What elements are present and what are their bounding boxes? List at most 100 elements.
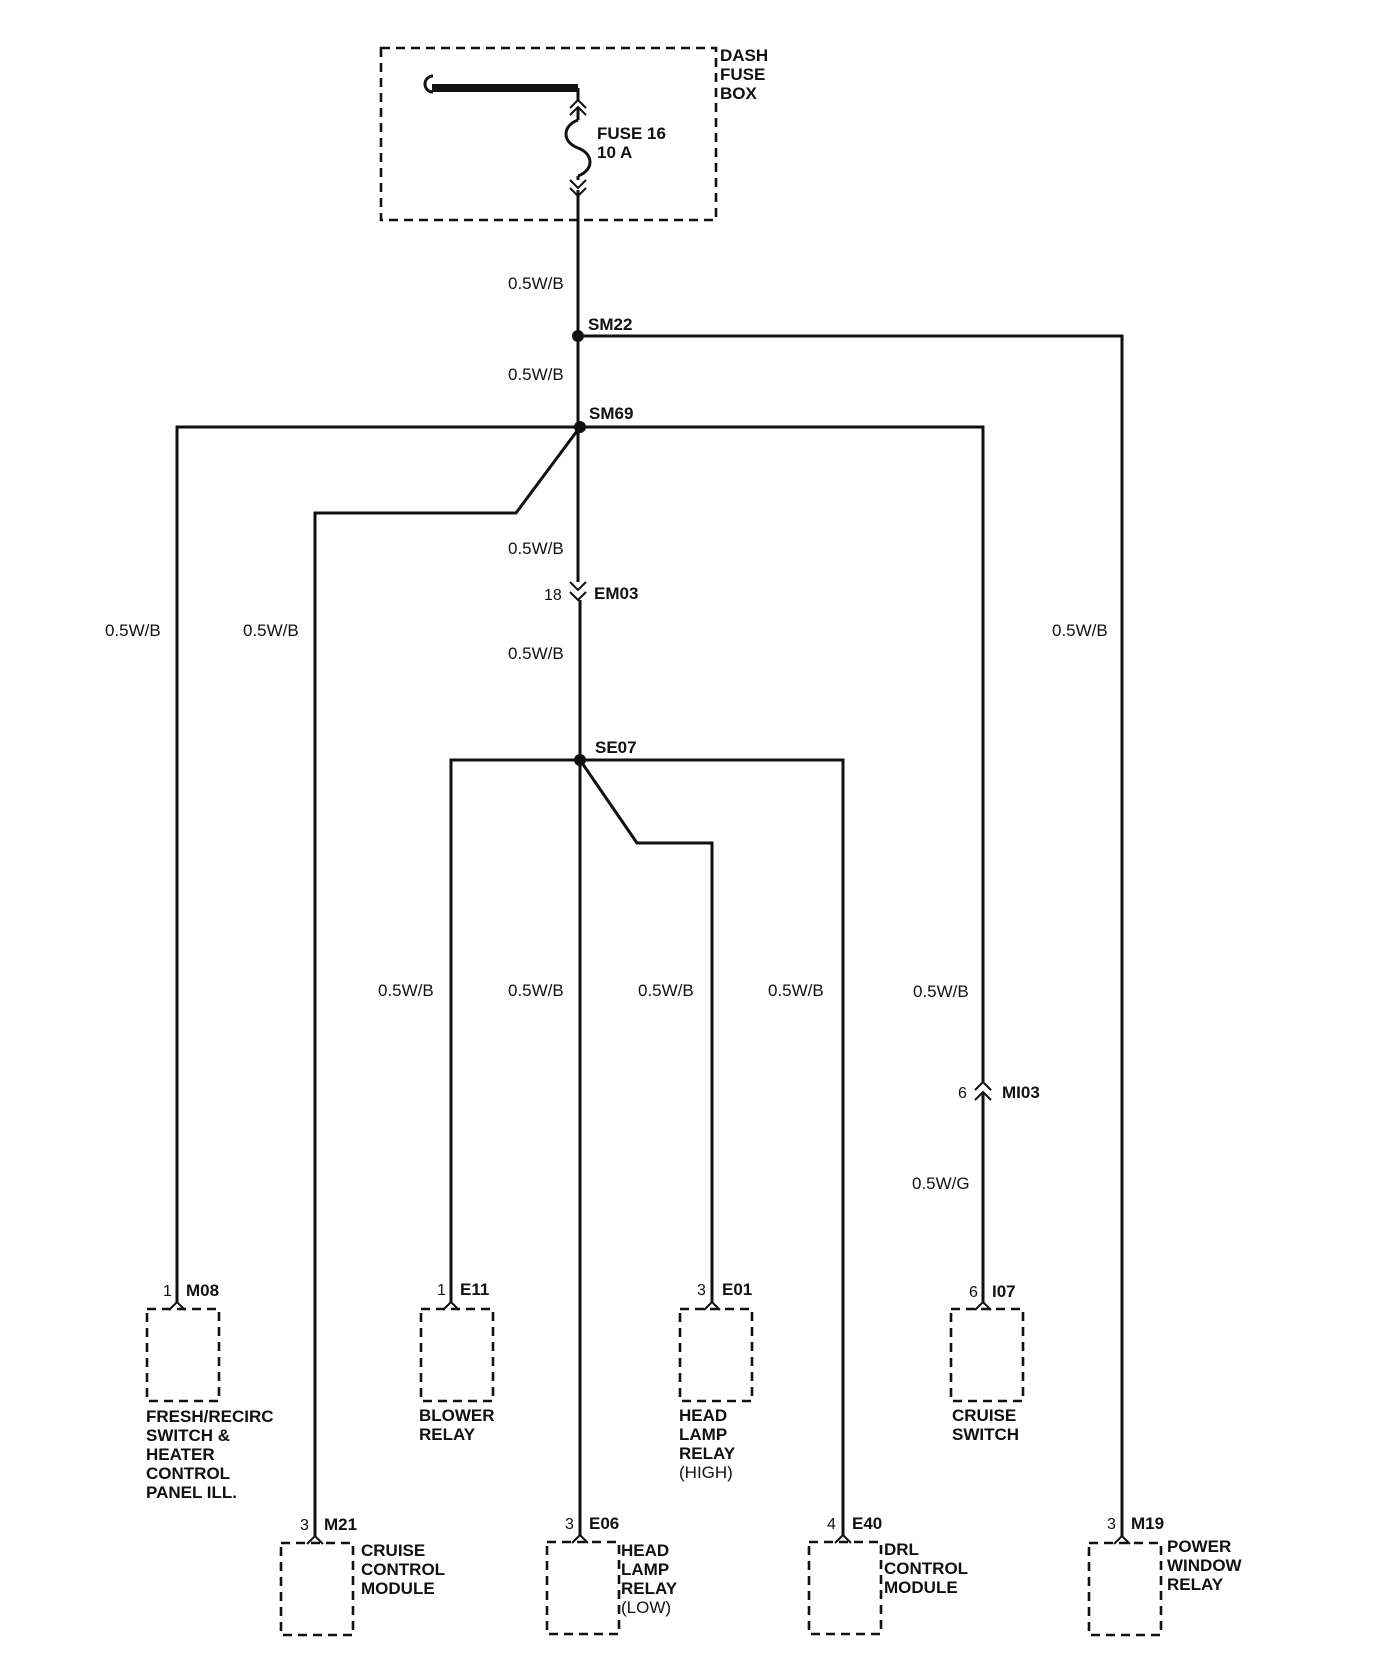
pin-i07-label: I07	[992, 1282, 1016, 1301]
pin-e40-icon	[834, 1533, 852, 1544]
pin-m08-icon	[168, 1300, 186, 1311]
wire-label-main-1: 0.5W/B	[508, 274, 564, 293]
pin-i07-number: 6	[969, 1284, 978, 1301]
component-m21-box	[279, 1541, 355, 1637]
wire-label-main-2: 0.5W/B	[508, 365, 564, 384]
component-m08-line-3: HEATER	[146, 1445, 215, 1464]
connector-mi03-label: MI03	[1002, 1083, 1040, 1102]
fuse-box-title-line-3: BOX	[720, 84, 758, 103]
pin-e01-label: E01	[722, 1280, 752, 1299]
splice-sm22-label: SM22	[588, 315, 632, 334]
pin-e06-label: E06	[589, 1514, 619, 1533]
component-e01-box	[678, 1307, 754, 1403]
fuse-box-title-line-2: FUSE	[720, 65, 765, 84]
component-e11: 1 E11 BLOWER RELAY	[419, 1280, 495, 1444]
wire-label-e40: 0.5W/B	[768, 981, 824, 1000]
pin-e11-number: 1	[437, 1282, 446, 1299]
component-e06-note: (LOW)	[621, 1598, 671, 1617]
wire-to-m21	[313, 426, 582, 1536]
splice-sm69-label: SM69	[589, 404, 633, 423]
pin-e11-label: E11	[460, 1280, 489, 1299]
component-m08-line-2: SWITCH &	[146, 1426, 230, 1445]
fuse-box-title-line-1: DASH	[720, 46, 768, 65]
component-i07-line-2: SWITCH	[952, 1425, 1019, 1444]
wire-label-e01: 0.5W/B	[638, 981, 694, 1000]
component-m19-box	[1087, 1541, 1163, 1637]
pin-e40-number: 4	[827, 1516, 836, 1533]
wire-label-m08: 0.5W/B	[105, 621, 161, 640]
component-m21: 3 M21 CRUISE CONTROL MODULE	[279, 1515, 445, 1637]
connector-mi03-pin: 6	[958, 1085, 967, 1102]
component-i07-line-1: CRUISE	[952, 1406, 1016, 1425]
connector-em03-icon	[569, 581, 587, 602]
wire-to-m19	[578, 334, 1124, 1536]
pin-e06-icon	[571, 1533, 589, 1544]
component-m21-line-2: CONTROL	[361, 1560, 445, 1579]
pin-m19-label: M19	[1131, 1514, 1164, 1533]
fuse-name: FUSE 16	[597, 124, 666, 143]
component-e40-box	[807, 1540, 883, 1636]
pin-m21-icon	[306, 1534, 324, 1545]
wire-label-e06: 0.5W/B	[508, 981, 564, 1000]
component-e06-line-2: LAMP	[621, 1560, 669, 1579]
component-e40-line-1: DRL	[884, 1540, 919, 1559]
pin-e01-icon	[703, 1300, 721, 1311]
wire-label-m19: 0.5W/B	[1052, 621, 1108, 640]
connector-em03-pin: 18	[544, 587, 562, 604]
wire-to-e01	[578, 759, 714, 1302]
component-e01-note: (HIGH)	[679, 1463, 733, 1482]
component-e06-line-3: RELAY	[621, 1579, 678, 1598]
component-e01: 3 E01 HEAD LAMP RELAY (HIGH)	[678, 1280, 754, 1482]
pin-e11-icon	[442, 1300, 460, 1311]
wire-label-main-4: 0.5W/B	[508, 644, 564, 663]
wire-to-e40	[580, 758, 845, 1535]
wire-label-i07-upper: 0.5W/B	[913, 982, 969, 1001]
component-m08-line-5: PANEL ILL.	[146, 1483, 237, 1502]
fuse-box-outline	[379, 46, 718, 222]
wire-label-i07-lower: 0.5W/G	[912, 1174, 970, 1193]
splice-se07-label: SE07	[595, 738, 637, 757]
pin-m19-icon	[1113, 1534, 1131, 1545]
component-e11-box	[419, 1307, 495, 1403]
fuse-rating: 10 A	[597, 143, 632, 162]
component-e11-line-2: RELAY	[419, 1425, 476, 1444]
component-m21-line-3: MODULE	[361, 1579, 435, 1598]
pin-m08-label: M08	[186, 1281, 219, 1300]
component-i07-box	[949, 1307, 1025, 1403]
component-e06-line-1: HEAD	[621, 1541, 669, 1560]
wire-to-m08	[175, 425, 580, 1303]
component-m08-line-4: CONTROL	[146, 1464, 230, 1483]
wire-to-mi03	[580, 425, 985, 1082]
component-e01-line-1: HEAD	[679, 1406, 727, 1425]
pin-m19-number: 3	[1107, 1516, 1116, 1533]
component-m08-line-1: FRESH/RECIRC	[146, 1407, 274, 1426]
wire-label-e11: 0.5W/B	[378, 981, 434, 1000]
component-e01-line-2: LAMP	[679, 1425, 727, 1444]
pin-m08-number: 1	[163, 1283, 172, 1300]
component-m08-box	[145, 1307, 221, 1403]
component-e40-line-2: CONTROL	[884, 1559, 968, 1578]
wire-label-main-3: 0.5W/B	[508, 539, 564, 558]
component-m21-line-1: CRUISE	[361, 1541, 425, 1560]
component-e11-line-1: BLOWER	[419, 1406, 495, 1425]
pin-m21-label: M21	[324, 1515, 357, 1534]
pin-e06-number: 3	[565, 1516, 574, 1533]
bus-bar-hook	[423, 74, 434, 94]
pin-e40-label: E40	[852, 1514, 882, 1533]
pin-i07-icon	[974, 1300, 992, 1311]
component-i07: 6 I07 CRUISE SWITCH	[949, 1282, 1025, 1444]
component-e40-line-3: MODULE	[884, 1578, 958, 1597]
component-e06-box	[545, 1540, 621, 1636]
component-m08: 1 M08 FRESH/RECIRC SWITCH & HEATER CONTR…	[145, 1281, 274, 1502]
pin-m21-number: 3	[300, 1517, 309, 1534]
component-m19-line-1: POWER	[1167, 1537, 1231, 1556]
fuse-icon	[564, 118, 592, 178]
component-m19-line-3: RELAY	[1167, 1575, 1224, 1594]
component-m19: 3 M19 POWER WINDOW RELAY	[1087, 1514, 1243, 1637]
component-m19-line-2: WINDOW	[1167, 1556, 1243, 1575]
component-e01-line-3: RELAY	[679, 1444, 736, 1463]
wire-to-e11	[449, 758, 580, 1302]
component-e06: 3 E06 HEAD LAMP RELAY (LOW)	[545, 1514, 678, 1636]
wire-label-m21: 0.5W/B	[243, 621, 299, 640]
